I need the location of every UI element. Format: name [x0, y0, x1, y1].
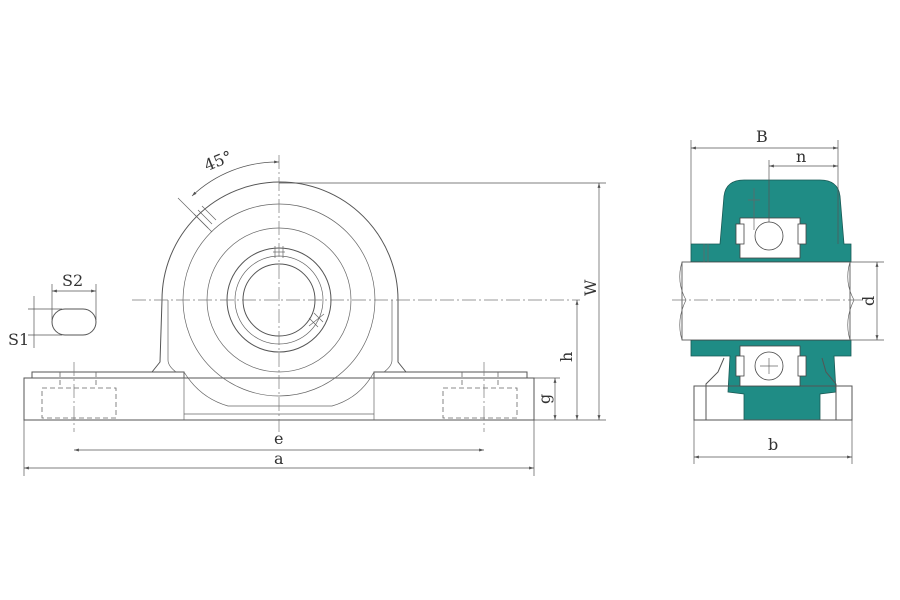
s1-label: S1 [8, 330, 29, 349]
angle-arc [191, 160, 280, 197]
angle-label: 45° [201, 147, 234, 175]
ball-top [754, 221, 784, 251]
bolt-hole-right-hidden [442, 387, 518, 419]
n-label: n [796, 147, 806, 166]
bolt-hole-left-hidden [41, 387, 117, 419]
s2-label: S2 [62, 271, 83, 290]
d-label: d [859, 296, 878, 306]
slot-shape [51, 308, 97, 336]
w-label: W [581, 279, 600, 296]
h-label: h [557, 352, 576, 362]
a-label: a [274, 449, 284, 468]
housing-outline [151, 181, 407, 373]
front-view: 45° S2 S1 W h g e a [8, 147, 606, 476]
g-label: g [535, 394, 554, 404]
B-label: B [756, 127, 768, 146]
shaft [681, 261, 851, 341]
b-label: b [768, 435, 778, 454]
e-label: e [274, 429, 283, 448]
side-view: B n d b [672, 127, 884, 464]
